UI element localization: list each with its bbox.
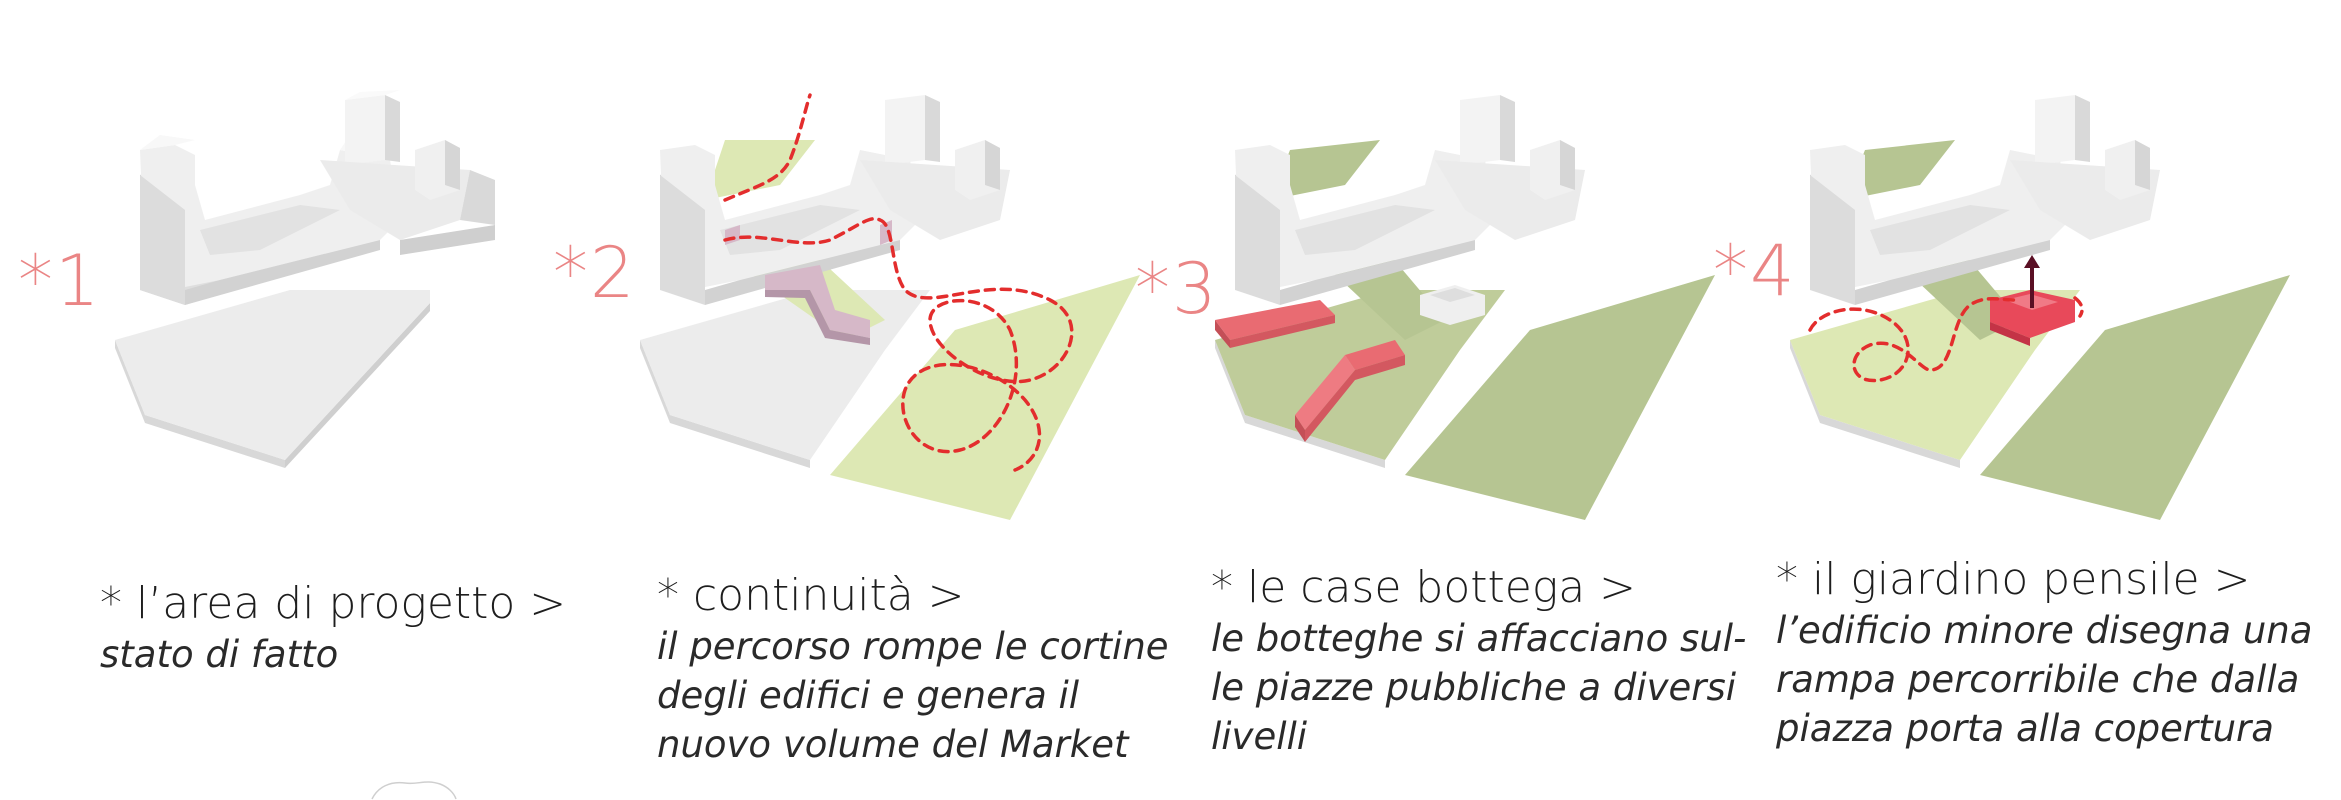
shop-houses xyxy=(1215,300,1405,442)
up-arrow-icon xyxy=(2024,255,2040,308)
panel-3-line: livelli xyxy=(1211,715,1308,758)
panel-2-line: il percorso rompe le cortine xyxy=(657,625,1169,668)
panel-2-line: nuovo volume del Market xyxy=(657,723,1129,766)
panel-1-description: stato di fatto xyxy=(100,630,566,679)
panel-3-line: le piazze pubbliche a diversi xyxy=(1211,666,1737,709)
back-buildings xyxy=(2010,95,2160,240)
panel-1-axonometric xyxy=(115,90,495,468)
green-park-lot xyxy=(1405,275,1715,520)
red-dashed-ramp-path xyxy=(1808,296,2084,383)
panel-2-line: degli edifici e genera il xyxy=(657,674,1080,717)
panel-4-line: l’edificio minore disegna una xyxy=(1776,609,2313,652)
panel-3-axonometric xyxy=(1215,95,1715,520)
panel-4-line: rampa percorribile che dalla xyxy=(1776,658,2300,701)
panel-3-line: le botteghe si affacciano sul- xyxy=(1211,617,1747,660)
back-buildings xyxy=(320,90,495,255)
u-shaped-building xyxy=(1810,145,2070,305)
panel-1-number: *1 xyxy=(18,240,102,322)
panel-3-number: *3 xyxy=(1135,248,1219,330)
back-buildings xyxy=(1435,95,1585,240)
panel-4-number: *4 xyxy=(1713,230,1797,312)
panel-2-number: *2 xyxy=(553,232,637,314)
panel-3-heading: * le case bottega > xyxy=(1211,562,1637,613)
panel-4-description: l’edificio minore disegna una rampa perc… xyxy=(1776,606,2312,753)
panel-2-description: il percorso rompe le cortine degli edifi… xyxy=(657,622,1169,769)
panel-1-line: stato di fatto xyxy=(100,633,339,676)
panel-4-axonometric xyxy=(1790,95,2290,520)
plot-ground xyxy=(115,290,430,468)
panel-3-caption: * le case bottega > le botteghe si affac… xyxy=(1211,562,1746,761)
green-park-lot xyxy=(1980,275,2290,520)
u-shaped-building xyxy=(1235,145,1495,305)
sketch-mark xyxy=(371,781,457,800)
panel-2-axonometric xyxy=(640,93,1140,520)
panel-2-heading: * continuità > xyxy=(657,570,965,621)
panel-1-heading: * l’area di progetto > xyxy=(100,578,567,629)
panel-4-line: piazza porta alla copertura xyxy=(1776,707,2274,750)
red-dashed-path xyxy=(723,93,1074,472)
panel-2-caption: * continuità > il percorso rompe le cort… xyxy=(657,570,1169,769)
panel-1-caption: * l’area di progetto > stato di fatto xyxy=(100,578,566,679)
back-buildings xyxy=(860,95,1010,240)
green-park-lot xyxy=(830,275,1140,520)
market-box xyxy=(1420,285,1485,325)
u-shaped-building xyxy=(660,145,920,305)
panel-4-heading: * il giardino pensile > xyxy=(1776,554,2251,605)
panel-4-caption: * il giardino pensile > l’edificio minor… xyxy=(1776,554,2312,753)
panel-3-description: le botteghe si affacciano sul- le piazze… xyxy=(1211,614,1746,761)
